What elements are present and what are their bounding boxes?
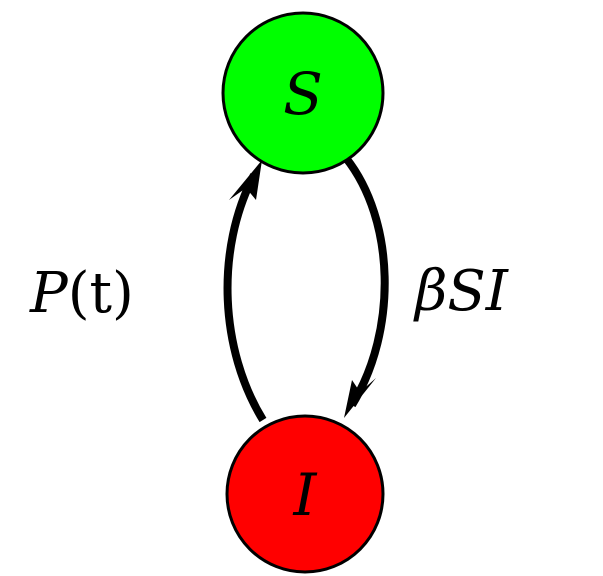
node-i: I: [225, 414, 385, 574]
node-s: S: [221, 11, 385, 175]
time-argument: (t): [68, 261, 134, 326]
node-i-label: I: [293, 461, 318, 529]
edge-label-infection: βSI: [413, 259, 510, 324]
edge-s-to-i: [342, 155, 389, 408]
node-s-label: S: [283, 60, 323, 128]
arrowhead-i-to-s: [229, 160, 262, 200]
edge-i-to-s: [223, 173, 267, 423]
arrowhead-s-to-i: [344, 378, 376, 418]
edge-label-recovery: P(t): [29, 261, 134, 326]
script-p-symbol: P: [29, 261, 69, 326]
beta-symbol: β: [413, 259, 447, 324]
si-term: SI: [447, 259, 509, 324]
